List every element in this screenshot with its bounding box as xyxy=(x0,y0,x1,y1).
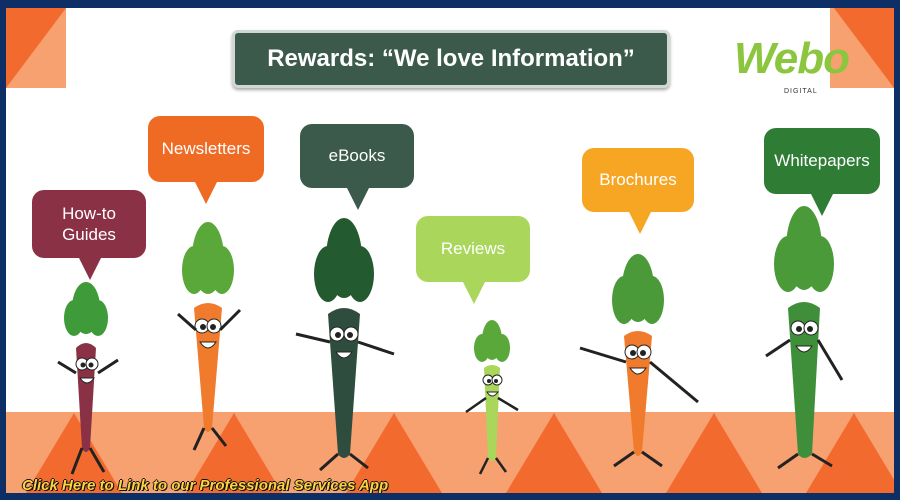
bubble-newsletters: Newsletters xyxy=(148,116,264,204)
top-right-triangle xyxy=(834,8,894,88)
webo-logo: Webo DIGITAL xyxy=(712,30,872,102)
bubble-ebooks: eBooks xyxy=(300,124,414,210)
bubble-how-to-guides: How-to Guides xyxy=(32,190,146,280)
carrot-character-6 xyxy=(765,206,844,470)
carrot-character-4 xyxy=(465,320,519,475)
bubble-brochures: Brochures xyxy=(582,148,694,234)
bottom-band xyxy=(6,412,894,493)
carrot-character-5 xyxy=(579,254,699,468)
top-left-triangle xyxy=(6,8,66,88)
professional-services-app-link[interactable]: Click Here to Link to our Professional S… xyxy=(22,477,389,493)
logo-text: Webo xyxy=(734,34,850,83)
carrot-character-3 xyxy=(295,218,395,472)
page-title: Rewards: “We love Information” xyxy=(232,30,670,88)
carrot-character-1 xyxy=(57,282,119,475)
bubble-whitepapers: Whitepapers xyxy=(764,128,880,216)
banner-frame: Rewards: “We love Information” Webo DIGI… xyxy=(6,8,894,493)
logo-subtext: DIGITAL xyxy=(784,88,818,95)
bubble-reviews: Reviews xyxy=(416,216,530,304)
carrot-character-2 xyxy=(177,222,242,451)
